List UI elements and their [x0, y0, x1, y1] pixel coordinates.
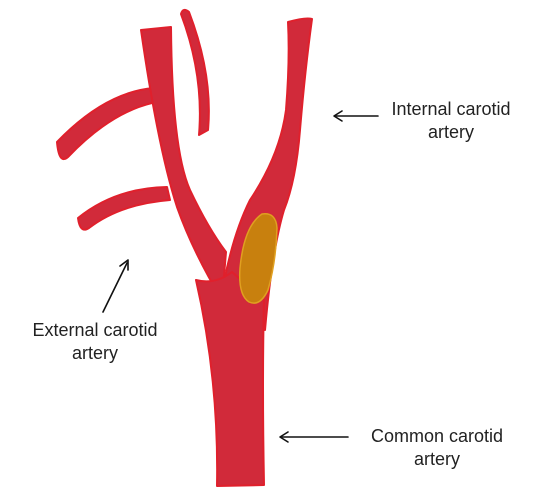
external-branch-lower [78, 187, 170, 230]
internal-carotid-label-line1: Internal carotid [376, 98, 526, 121]
internal-arrow [334, 111, 378, 121]
external-carotid-label: External carotid artery [6, 319, 184, 365]
artery-tree [57, 10, 312, 486]
common-carotid-label: Common carotid artery [352, 425, 522, 471]
common-carotid [196, 272, 264, 486]
external-carotid-label-line2: artery [6, 342, 184, 365]
superior-branch [181, 10, 209, 135]
external-branch-upper [57, 88, 154, 159]
common-carotid-label-line2: artery [352, 448, 522, 471]
common-carotid-label-line1: Common carotid [352, 425, 522, 448]
external-arrow [103, 260, 128, 312]
internal-carotid-label: Internal carotid artery [376, 98, 526, 144]
external-carotid-label-line1: External carotid [6, 319, 184, 342]
external-trunk [141, 27, 226, 300]
internal-carotid-label-line2: artery [376, 121, 526, 144]
common-arrow [280, 432, 348, 442]
